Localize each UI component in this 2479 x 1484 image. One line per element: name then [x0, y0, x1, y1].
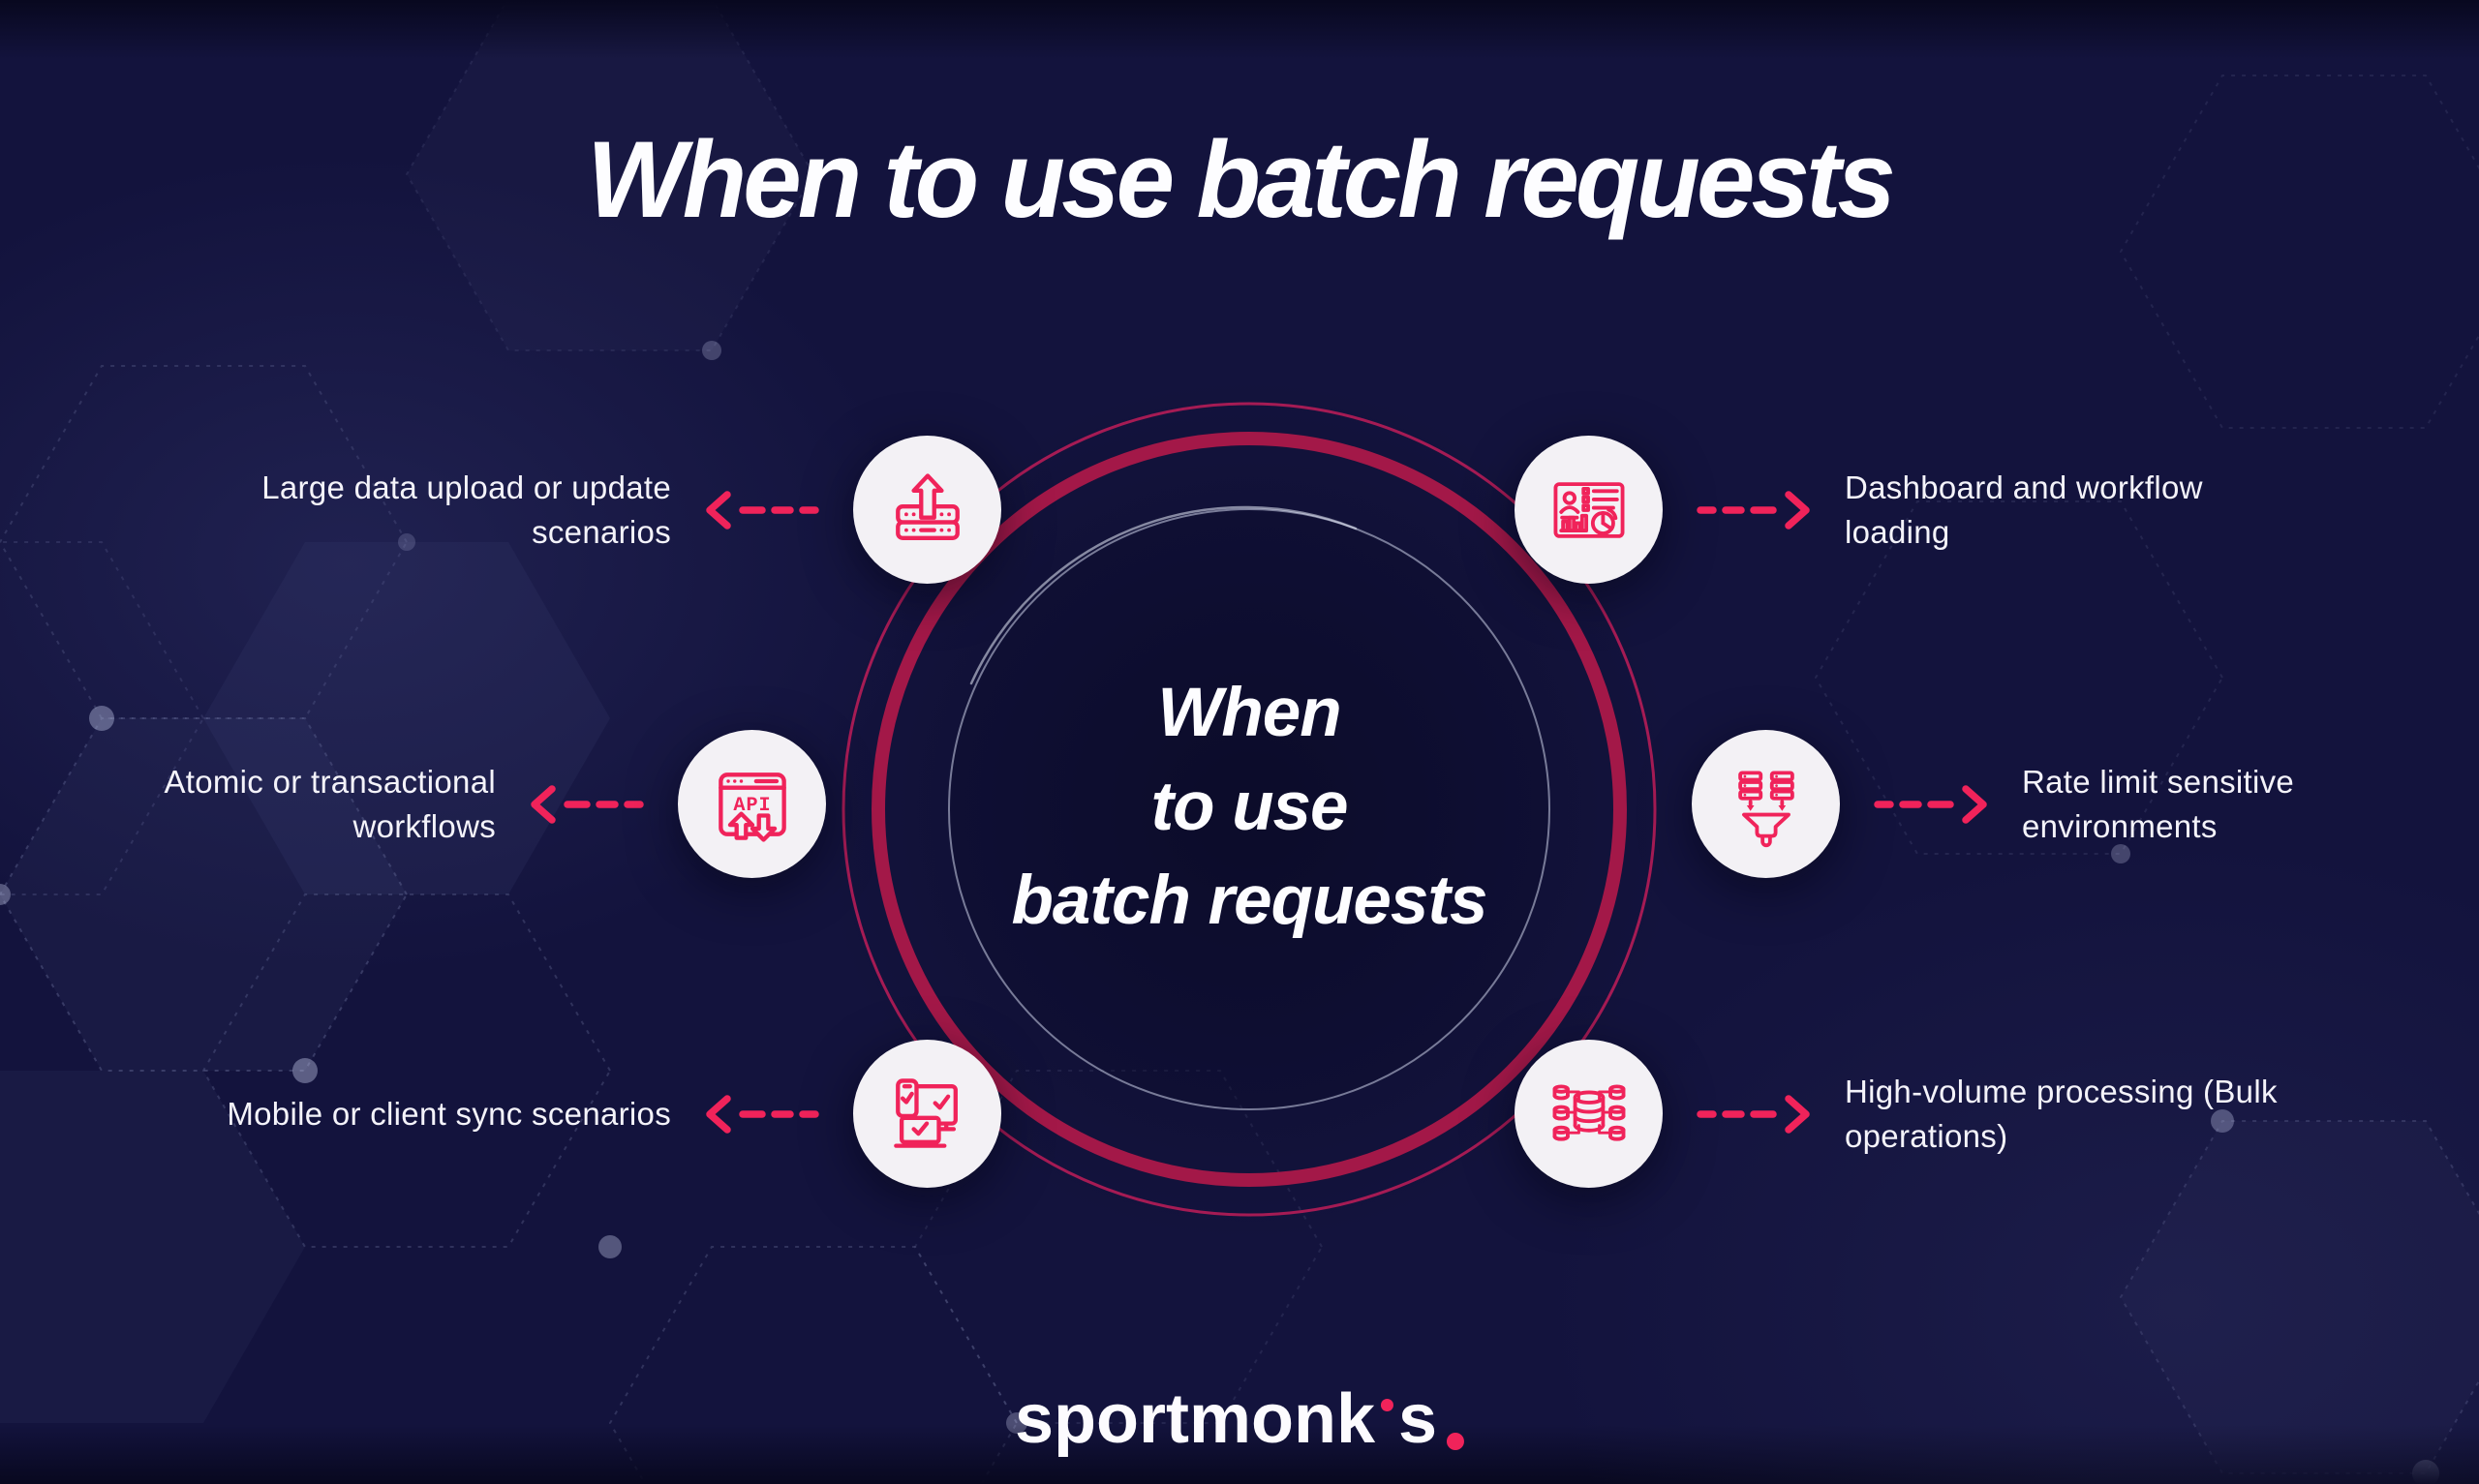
dashboard-icon [1553, 481, 1624, 538]
logo-accent-dot [1380, 1399, 1393, 1411]
center-line-1: When [1157, 675, 1341, 751]
logo-text-main: sportmonk [1014, 1380, 1375, 1458]
page-title: When to use batch requests [587, 119, 1896, 240]
dashed-arrow-left-icon [706, 490, 819, 530]
center-line-2: to use [1150, 769, 1348, 845]
dashed-arrow-left-icon [531, 784, 644, 824]
icon-circle [1515, 1040, 1663, 1188]
center-line-3: batch requests [1011, 863, 1487, 939]
item-mobile-sync: Mobile or client sync scenarios [216, 1040, 1001, 1188]
dashed-arrow-left-icon [706, 1094, 819, 1134]
dashed-arrow-right-icon [1874, 784, 1987, 824]
dashed-arrow-right-icon [1697, 1094, 1810, 1134]
item-dashboard-loading: Dashboard and workflow loading [1515, 436, 2251, 584]
sportmonks-logo: sportmonk s [1014, 1380, 1465, 1458]
icon-circle [1692, 730, 1840, 878]
dashed-arrow-right-icon [1697, 490, 1810, 530]
icon-circle: API [678, 730, 826, 878]
icon-circle [1515, 436, 1663, 584]
item-large-data-upload: Large data upload or update scenarios [216, 436, 1001, 584]
devices-sync-icon [893, 1077, 958, 1148]
center-circle-title: When to use batch requests [862, 666, 1637, 948]
item-rate-limit: Rate limit sensitive environments [1692, 730, 2351, 878]
api-window-icon: API [718, 772, 786, 842]
upload-server-icon [895, 472, 960, 540]
icon-circle [853, 1040, 1001, 1188]
item-atomic-workflows: Atomic or transactional workflows API [108, 730, 826, 878]
logo-period-dot [1447, 1433, 1465, 1450]
funnel-servers-icon [1737, 770, 1794, 847]
item-high-volume: High-volume processing (Bulk operations) [1515, 1040, 2290, 1188]
logo-text-end: s [1397, 1380, 1438, 1458]
icon-circle [853, 436, 1001, 584]
item-label: High-volume processing (Bulk operations) [1845, 1073, 2278, 1154]
database-cluster-icon [1552, 1083, 1625, 1141]
item-label: Large data upload or update scenarios [261, 469, 671, 550]
item-label: Rate limit sensitive environments [2022, 763, 2295, 844]
item-label: Dashboard and workflow loading [1845, 469, 2203, 550]
item-label: Mobile or client sync scenarios [227, 1095, 671, 1132]
item-label: Atomic or transactional workflows [164, 763, 496, 844]
